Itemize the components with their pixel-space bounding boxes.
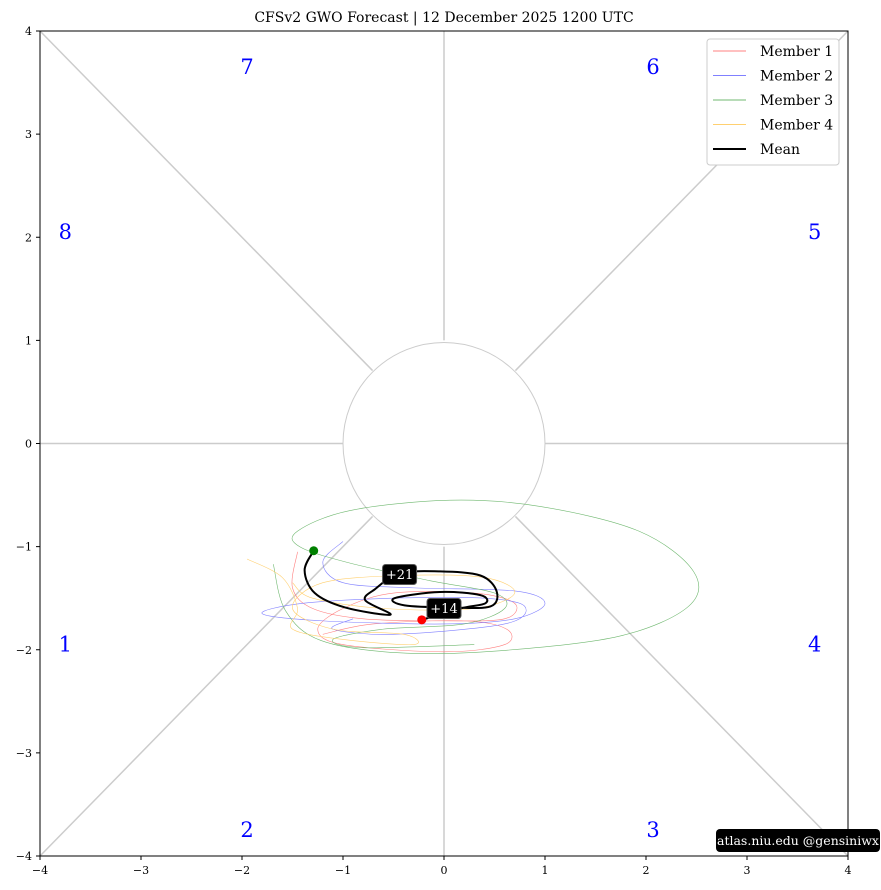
y-tick-label: 1	[25, 334, 32, 347]
y-tick-label: 4	[25, 25, 32, 38]
legend-label: Member 4	[760, 118, 833, 134]
y-tick-label: −1	[16, 541, 32, 554]
y-tick-label: 2	[25, 231, 32, 244]
phase-label-7: 7	[240, 55, 253, 79]
legend-box	[706, 38, 840, 166]
x-tick-label: −1	[335, 864, 351, 877]
phase-lines: 1 2 3 4 5 6 7 8	[39, 30, 849, 857]
legend-label: Member 3	[760, 93, 833, 109]
watermark-text: atlas.niu.edu @gensiniwx	[717, 833, 879, 848]
x-tick-label: −2	[234, 864, 250, 877]
x-tick-label: 1	[542, 864, 549, 877]
chart-title: CFSv2 GWO Forecast | 12 December 2025 12…	[254, 10, 633, 26]
phase-label-5: 5	[808, 220, 821, 244]
end-marker	[309, 546, 319, 556]
x-tick-label: 0	[441, 864, 448, 877]
y-tick-label: −2	[16, 644, 32, 657]
legend-label: Member 1	[760, 44, 833, 60]
series-member-1	[291, 551, 518, 653]
series-mean	[303, 550, 499, 621]
phase-label-6: 6	[646, 55, 659, 79]
phase-label-8: 8	[59, 220, 72, 244]
phase-label-4: 4	[808, 633, 821, 657]
legend-label: Mean	[760, 142, 800, 158]
legend: Member 1 Member 2 Member 3 Member 4 Mean	[706, 38, 840, 166]
phase-divider-line	[39, 30, 374, 372]
amplitude-circle	[342, 342, 546, 545]
x-tick-label: 3	[744, 864, 751, 877]
x-tick-label: 4	[845, 864, 852, 877]
start-marker	[417, 615, 427, 625]
phase-label-1: 1	[59, 633, 72, 657]
legend-label: Member 2	[760, 69, 833, 85]
series-member-4	[246, 558, 516, 646]
day-label-box	[426, 598, 462, 619]
y-tick-label: −3	[16, 747, 32, 760]
phase-divider-line	[514, 515, 849, 857]
phase-label-2: 2	[240, 818, 253, 842]
series-member-3	[273, 499, 700, 654]
day-label: +14	[430, 602, 457, 617]
y-tick-label: −4	[16, 850, 32, 863]
day-label-box	[382, 563, 418, 585]
y-tick-label: 3	[25, 128, 32, 141]
x-tick-label: −3	[133, 864, 149, 877]
x-tick-label: 2	[643, 864, 650, 877]
phase-divider-line	[39, 515, 374, 857]
watermark: atlas.niu.edu @gensiniwx	[716, 829, 880, 852]
x-tick-label: −4	[32, 864, 48, 877]
annotations: +21 +14	[382, 563, 462, 619]
series-group	[246, 499, 700, 654]
y-tick-label: 0	[25, 438, 32, 451]
phase-label-3: 3	[646, 818, 659, 842]
axis-ticks: −4 −3 −2 −1 0 1 2 3 4 −4 −3 −2 −1 0 1 2 3 4	[16, 25, 852, 877]
day-label: +21	[386, 568, 413, 583]
